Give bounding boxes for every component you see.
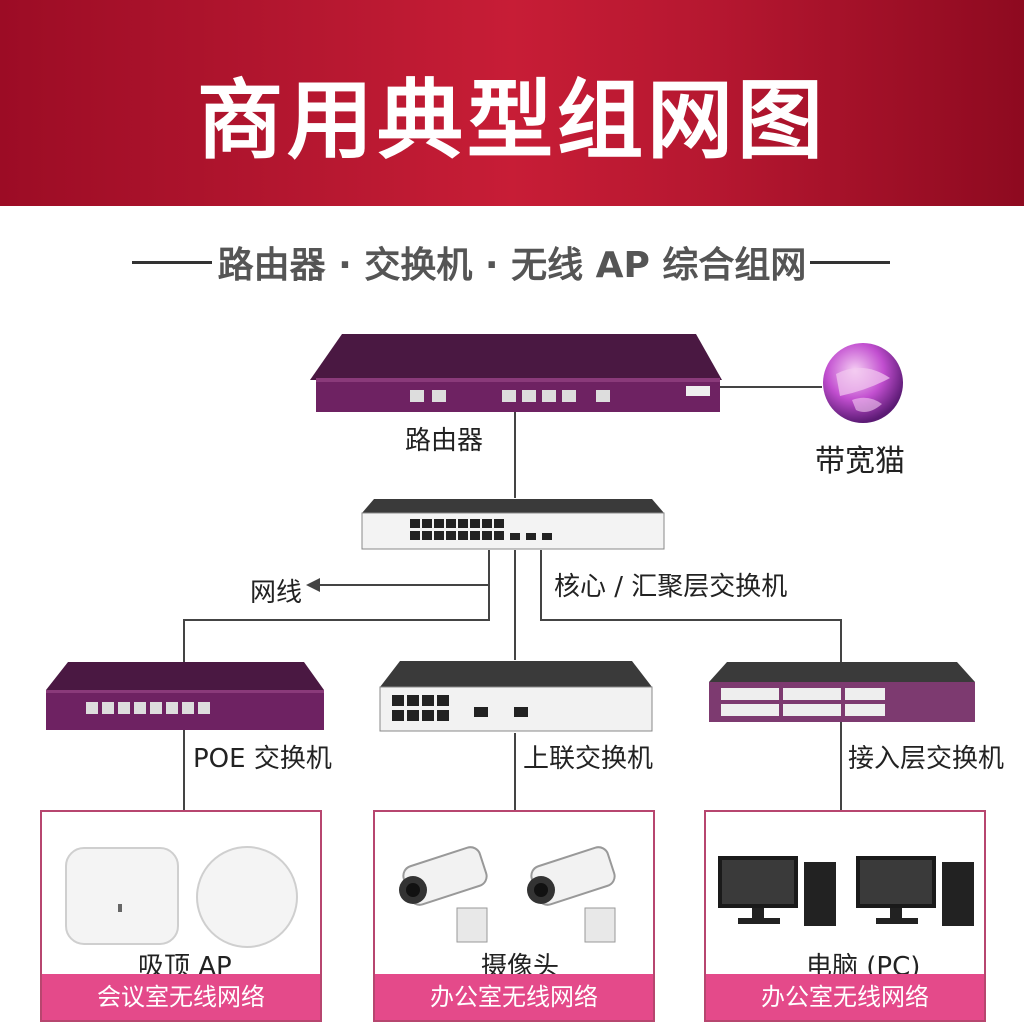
meeting-room-zone: 吸顶 AP 会议室无线网络 (40, 810, 322, 1022)
globe-icon (823, 343, 903, 423)
arrow-left-icon (306, 578, 320, 592)
pc-device (718, 856, 836, 926)
access-switch-device (709, 662, 975, 722)
wire-core-access-h (540, 619, 842, 621)
wire-poe-ap (183, 728, 185, 824)
access-switch-label: 接入层交换机 (848, 744, 1005, 774)
wire-uplink-camera (514, 733, 516, 823)
camera-device (527, 846, 616, 943)
poe-switch-label: POE 交换机 (193, 744, 332, 774)
wire-cable-pointer (314, 584, 490, 586)
wire-core-poe-h (183, 619, 490, 621)
camera-device (399, 846, 488, 943)
poe-switch-device (46, 662, 324, 730)
subtitle: 路由器 · 交换机 · 无线 AP 综合组网 (217, 245, 807, 286)
router-label: 路由器 (405, 426, 484, 456)
subtitle-right-rule (810, 261, 890, 264)
wire-access-pc (840, 722, 842, 822)
wire-core-access-v (840, 619, 842, 663)
office-zone-cameras: 摄像头 办公室无线网络 (373, 810, 655, 1022)
modem-label: 带宽猫 (815, 444, 905, 479)
ceiling-ap-round-device (196, 846, 298, 948)
core-switch-label: 核心 / 汇聚层交换机 (554, 572, 788, 602)
ceiling-ap-square-device (65, 847, 179, 945)
uplink-switch-device (379, 661, 653, 732)
office-zone-pcs: 电脑 (PC) 办公室无线网络 (704, 810, 986, 1022)
wire-core-uplink (514, 550, 516, 660)
uplink-switch-label: 上联交换机 (523, 744, 654, 774)
zone-footer-label: 办公室无线网络 (375, 974, 653, 1020)
core-switch-device (361, 499, 665, 550)
pc-device (856, 856, 974, 926)
wire-core-poe-v (183, 619, 185, 665)
zone-footer-label: 会议室无线网络 (42, 974, 320, 1020)
wire-core-right (540, 550, 542, 620)
cable-label: 网线 (250, 578, 303, 608)
page-title: 商用典型组网图 (197, 71, 827, 171)
wire-router-modem (720, 386, 822, 388)
subtitle-left-rule (132, 261, 212, 264)
router-device (310, 334, 722, 412)
zone-footer-label: 办公室无线网络 (706, 974, 984, 1020)
title-banner (0, 0, 1024, 206)
wire-router-core (514, 412, 516, 498)
